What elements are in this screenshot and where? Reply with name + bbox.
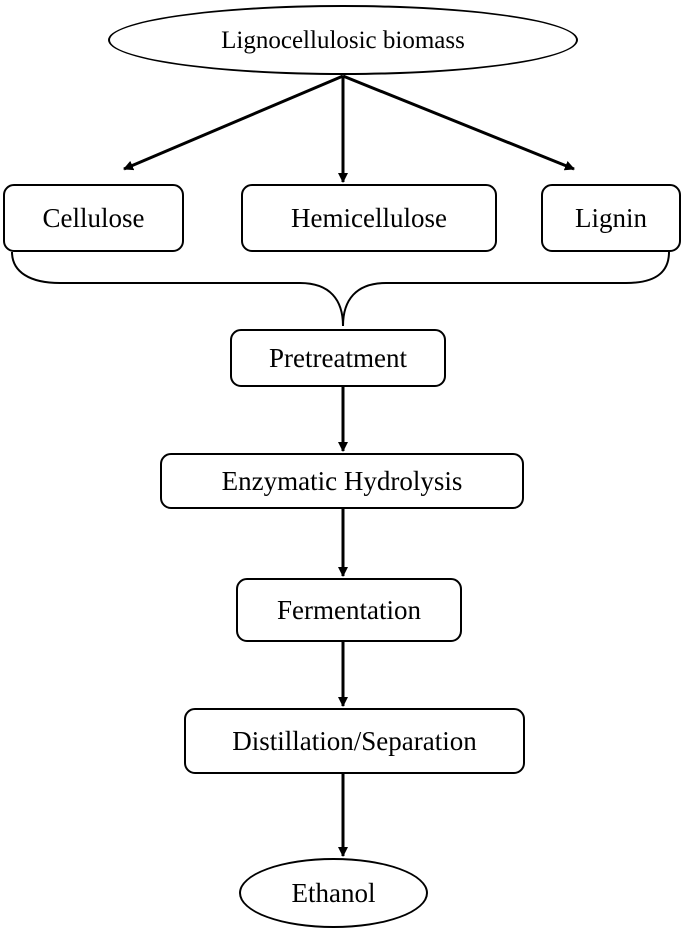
node-pretreatment: Pretreatment (230, 329, 446, 387)
node-distillation-separation: Distillation/Separation (184, 708, 525, 774)
arrow-biomass-to-cellulose (123, 74, 344, 171)
node-cellulose: Cellulose (3, 184, 184, 252)
brace-components-to-pretreatment (11, 251, 670, 327)
node-lignocellulosic-biomass: Lignocellulosic biomass (108, 5, 578, 75)
node-ethanol: Ethanol (239, 858, 428, 928)
node-hemicellulose: Hemicellulose (241, 184, 497, 252)
arrow-biomass-to-lignin (342, 74, 575, 171)
node-enzymatic-hydrolysis: Enzymatic Hydrolysis (160, 453, 524, 509)
node-lignin: Lignin (541, 184, 681, 252)
node-fermentation: Fermentation (236, 578, 462, 642)
